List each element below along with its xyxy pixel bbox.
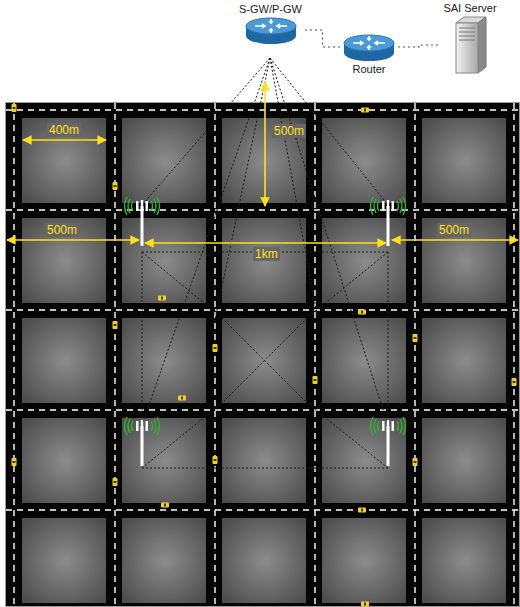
node-label: S-GW/P-GW <box>238 3 303 16</box>
network-node: SAI Server <box>440 2 500 75</box>
router-icon <box>245 16 297 46</box>
road-ground <box>6 103 520 607</box>
server-icon <box>452 15 488 75</box>
vehicles <box>12 104 517 607</box>
dimension-label: 500m <box>272 124 306 138</box>
dimension-arrows <box>7 82 518 243</box>
network-link <box>398 45 440 47</box>
dimension-label: 500m <box>45 223 79 237</box>
backhaul-links <box>142 58 388 468</box>
network-node: S-GW/P-GW <box>236 3 305 46</box>
network-node: Router <box>340 33 398 76</box>
router-icon <box>343 33 395 63</box>
map-frame <box>6 103 520 607</box>
city-blocks <box>6 103 520 607</box>
node-label: SAI Server <box>442 2 498 15</box>
node-label: Router <box>342 63 396 76</box>
base-stations <box>125 197 406 466</box>
dimension-label: 400m <box>47 123 81 137</box>
dimension-label: 500m <box>437 223 471 237</box>
network-link <box>305 30 340 47</box>
dimension-label: 1km <box>253 247 280 261</box>
lane-markings <box>6 103 520 607</box>
